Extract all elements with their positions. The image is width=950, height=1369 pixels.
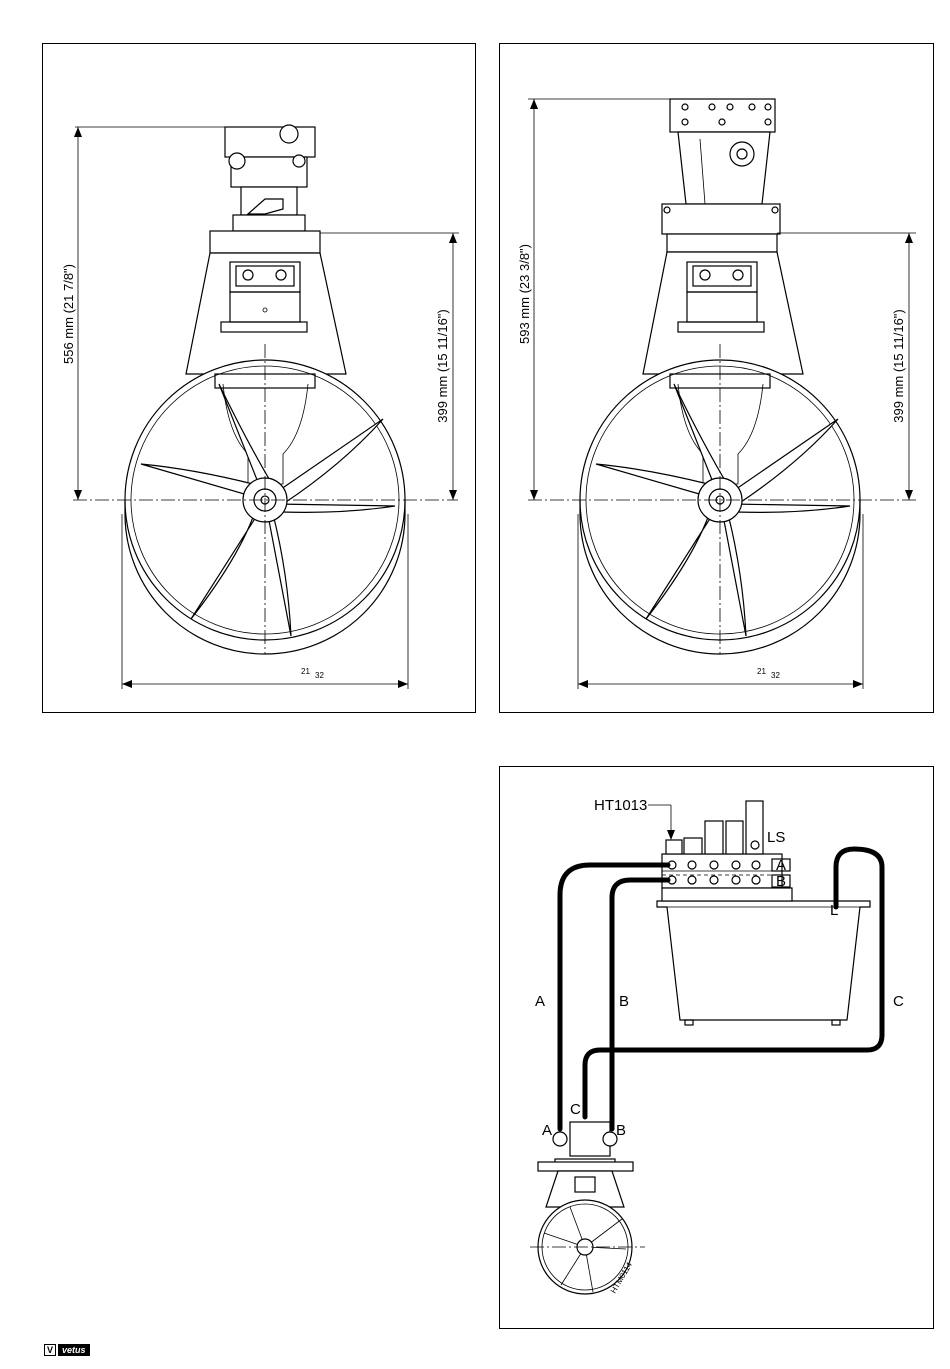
left-motor <box>225 125 315 231</box>
right-width-den: 32 <box>771 671 780 680</box>
right-motor <box>662 99 780 234</box>
right-thruster-drawing: 593 mm (23 3/8") 399 mm (15 11/16") 21 3… <box>500 44 935 714</box>
valve-block <box>662 801 792 901</box>
left-thruster-drawing: 556 mm (21 7/8") 399 mm (15 11/16") 21 3… <box>43 44 477 714</box>
hydraulic-tank <box>657 901 870 1025</box>
left-width-den: 32 <box>315 671 324 680</box>
thruster-b-label: B <box>616 1122 626 1139</box>
thruster-c-label: C <box>570 1101 581 1118</box>
left-height-total-label: 556 mm (21 7/8") <box>61 264 76 364</box>
port-b-label: B <box>776 873 786 890</box>
thruster-a-label: A <box>542 1122 552 1139</box>
ls-label: LS <box>767 829 785 846</box>
right-housing <box>643 234 803 374</box>
left-thruster-panel: 556 mm (21 7/8") 399 mm (15 11/16") 21 3… <box>42 43 476 713</box>
logo-mark: V <box>44 1344 56 1356</box>
right-width-num: 21 <box>757 667 766 676</box>
hydraulic-diagram: HT1013 LS A B L A B C C A B HTM0114 <box>500 767 935 1330</box>
logo-text: vetus <box>58 1344 90 1356</box>
left-height-lower-label: 399 mm (15 11/16") <box>435 309 450 422</box>
hose-a-label: A <box>535 993 545 1010</box>
hose-b-label: B <box>619 993 629 1010</box>
left-width-num: 21 <box>301 667 310 676</box>
left-housing <box>186 231 346 374</box>
part-code-label: HT1013 <box>594 797 647 814</box>
port-l-label: L <box>830 902 838 919</box>
port-a-label: A <box>776 857 786 874</box>
right-thruster-panel: 593 mm (23 3/8") 399 mm (15 11/16") 21 3… <box>499 43 934 713</box>
right-height-lower-label: 399 mm (15 11/16") <box>891 309 906 422</box>
vetus-logo: V vetus <box>44 1344 90 1356</box>
right-height-total-label: 593 mm (23 3/8") <box>517 244 532 344</box>
hose-c-label: C <box>893 993 904 1010</box>
hydraulic-diagram-panel: HT1013 LS A B L A B C C A B HTM0114 <box>499 766 934 1329</box>
